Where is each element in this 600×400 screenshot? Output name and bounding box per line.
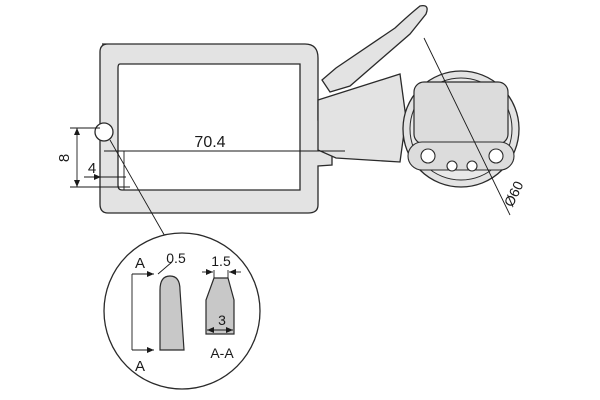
section-mark-top: A xyxy=(135,255,145,272)
caliper-frame xyxy=(99,43,333,214)
height-label: 8 xyxy=(56,154,73,162)
dial-button-center-right xyxy=(466,160,478,172)
section-width-label: 3 xyxy=(218,312,226,328)
section-label: A-A xyxy=(210,345,234,361)
dial-button-center-left xyxy=(446,160,458,172)
contact-point-marker xyxy=(94,122,114,142)
length-label: 70.4 xyxy=(194,134,225,151)
tip-width-label: 0.5 xyxy=(166,250,186,266)
tip-depth-label: 4 xyxy=(88,160,96,177)
height-dimension: 8 xyxy=(56,128,80,187)
section-width-top-label: 1.5 xyxy=(211,253,231,269)
detail-view: A A 0.5 1.5 3 A-A xyxy=(103,232,261,390)
dial-button-right xyxy=(488,148,504,164)
section-mark-bottom: A xyxy=(135,358,145,375)
tip-depth-dimension: 4 xyxy=(86,160,124,180)
detail-leader xyxy=(109,139,167,239)
lcd-display xyxy=(413,81,509,145)
dial-diameter-label: Ø60 xyxy=(501,178,527,209)
dial-button-left xyxy=(420,148,436,164)
tip-side-profile xyxy=(159,275,185,351)
lever-arm xyxy=(317,5,428,163)
dial-indicator xyxy=(402,70,520,188)
